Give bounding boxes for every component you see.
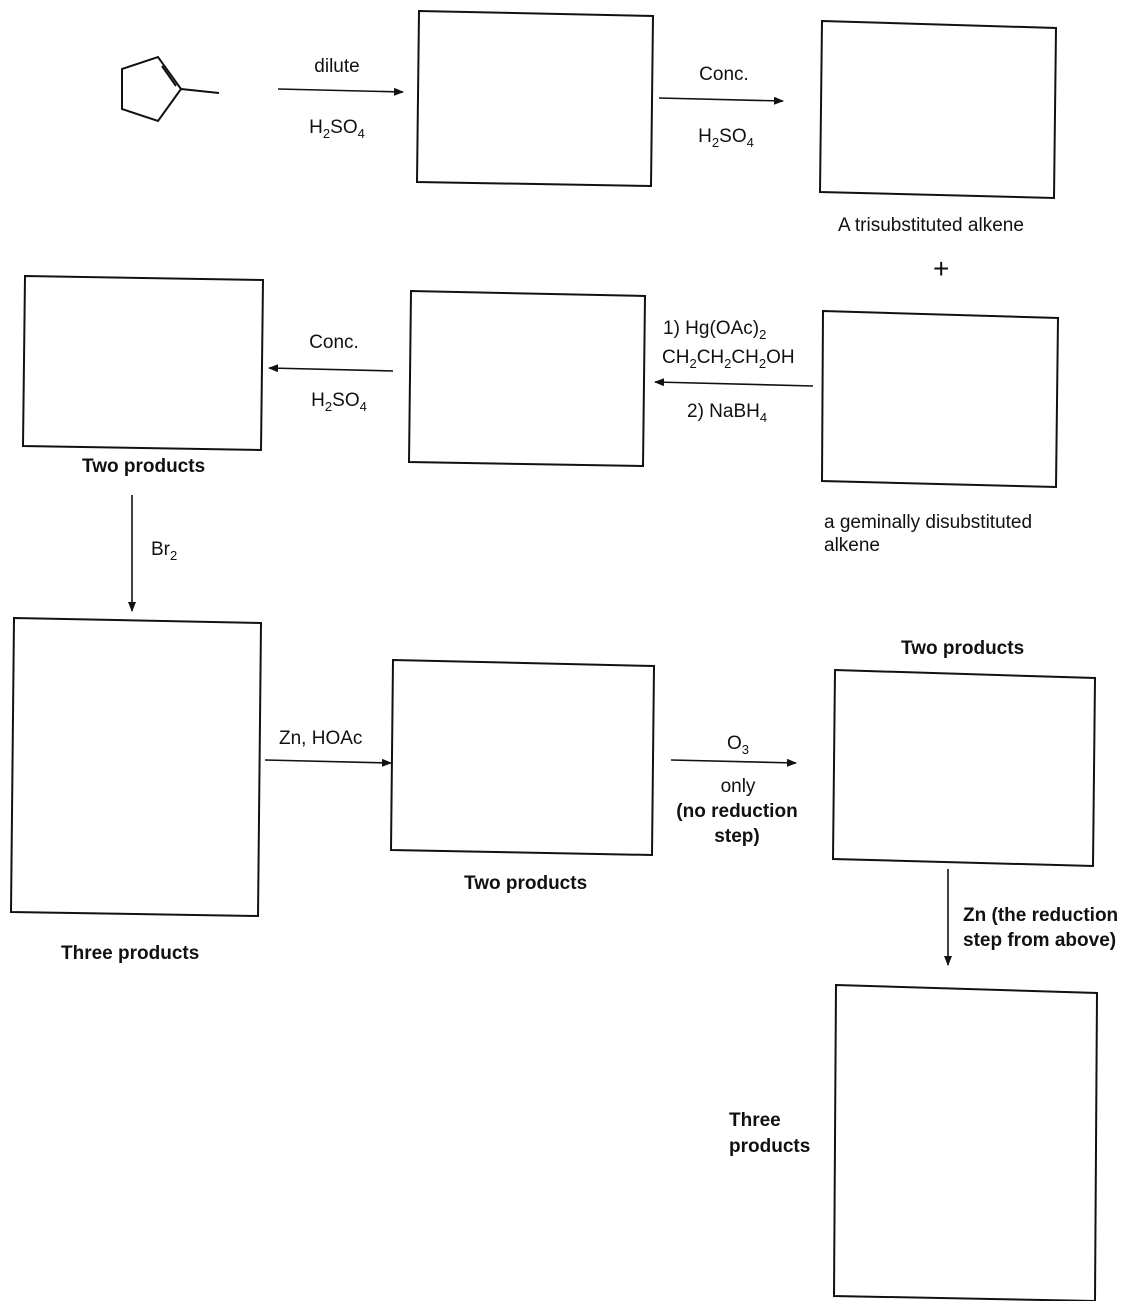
box-final-three-products bbox=[832, 983, 1099, 1301]
arrow-step7 bbox=[670, 758, 797, 767]
arrow-step6 bbox=[264, 758, 392, 767]
box-product-1 bbox=[415, 9, 655, 188]
reagent-zn-hoac: Zn, HOAc bbox=[279, 728, 363, 749]
box-ether-product bbox=[407, 289, 647, 468]
box-geminal-alkene bbox=[820, 309, 1060, 489]
reagent-h2so4-step2: H2SO4 bbox=[698, 126, 754, 150]
reagent-zn-reduction-line1: Zn (the reduction bbox=[963, 905, 1119, 926]
box-trisubstituted-alkene bbox=[818, 19, 1058, 200]
reagent-nabh4: 2) NaBH4 bbox=[687, 401, 768, 425]
box-three-products-bromide bbox=[9, 616, 263, 918]
reagent-o3: O3 bbox=[726, 733, 749, 757]
box-ozonide-products bbox=[831, 668, 1097, 868]
box-two-products-middle bbox=[389, 658, 656, 857]
label-two-products-right: Two products bbox=[901, 638, 1025, 659]
reagent-conc-step4: Conc. bbox=[309, 332, 359, 353]
label-trisubstituted-alkene: A trisubstituted alkene bbox=[838, 215, 1024, 236]
reagent-no-reduction-step: step) bbox=[714, 826, 760, 847]
label-geminal-alkene-line1: a geminally disubstituted bbox=[824, 512, 1033, 533]
reagent-conc-step2: Conc. bbox=[699, 64, 749, 85]
methylcyclopentene-structure bbox=[121, 55, 220, 123]
label-two-products-middle: Two products bbox=[464, 873, 588, 894]
reagent-zn-reduction-line2: step from above) bbox=[963, 930, 1117, 951]
arrow-step3 bbox=[654, 378, 814, 387]
reagent-br2: Br2 bbox=[151, 539, 178, 563]
label-final-products: products bbox=[729, 1136, 811, 1157]
label-two-products-left: Two products bbox=[82, 456, 206, 477]
arrow-step4 bbox=[268, 364, 394, 373]
reagent-no-reduction: (no reduction bbox=[676, 801, 798, 822]
label-geminal-alkene-line2: alkene bbox=[824, 535, 880, 556]
reagent-h2so4-step4: H2SO4 bbox=[311, 390, 367, 414]
label-final-three: Three bbox=[729, 1110, 781, 1131]
reagent-propanol: CH2CH2CH2OH bbox=[662, 347, 795, 371]
label-three-products-left: Three products bbox=[61, 943, 200, 964]
plus-sign: + bbox=[933, 253, 950, 284]
arrow-step2 bbox=[658, 96, 784, 105]
reagent-hg-oac2: 1) Hg(OAc)2 bbox=[663, 318, 767, 342]
box-two-products-left bbox=[21, 274, 265, 452]
reagent-only: only bbox=[720, 776, 756, 797]
arrow-step1 bbox=[277, 87, 404, 96]
reagent-dilute: dilute bbox=[314, 56, 360, 77]
reagent-h2so4-step1: H2SO4 bbox=[309, 117, 365, 141]
